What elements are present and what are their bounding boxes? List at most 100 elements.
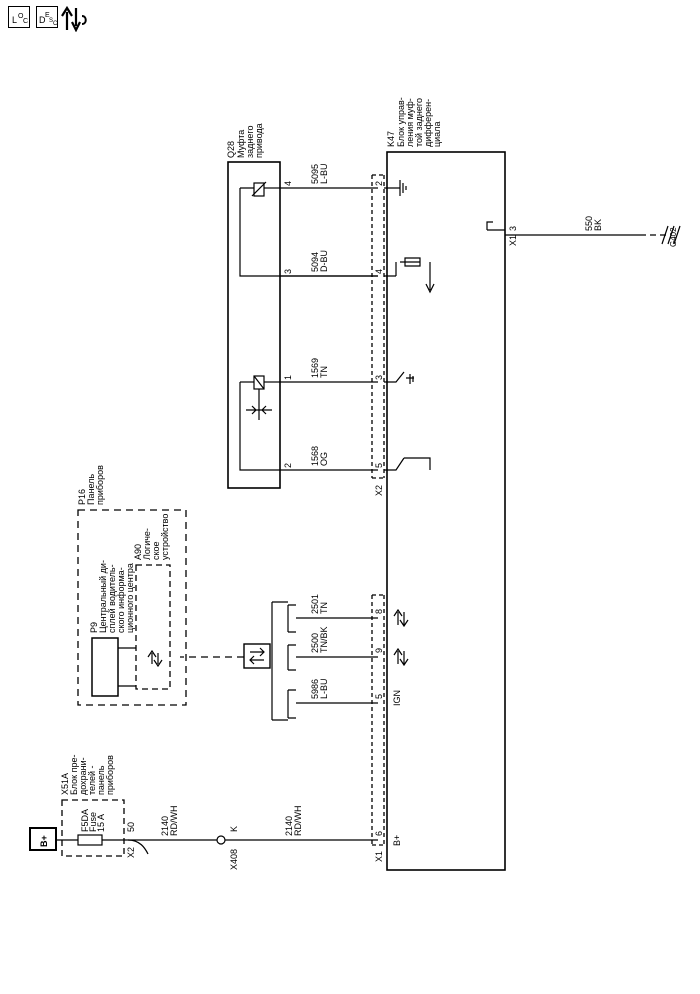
k47-name-5: циала <box>432 122 442 147</box>
battery-label: B+ <box>39 835 49 847</box>
x51a-name-2: дохрани- <box>78 757 88 795</box>
wire-2500-circuit: 2500 <box>310 633 320 653</box>
k47-x2-pin-2: 2 <box>374 181 384 186</box>
k47-ign-label: IGN <box>392 690 402 706</box>
k47-name-2: ления муф- <box>405 98 415 147</box>
splice-x408 <box>216 835 226 845</box>
wire-2140-b-color: RD/WH <box>293 806 303 837</box>
k47-module-box <box>386 151 506 871</box>
wire-1569-circuit: 1569 <box>310 358 320 378</box>
k47-bplus-label: B+ <box>392 835 402 846</box>
p16-panel-box <box>77 509 187 706</box>
wire-5095-color: L-BU <box>319 163 329 184</box>
wire-5095-circuit: 5095 <box>310 164 320 184</box>
k47-x1-label: X1 <box>374 851 384 862</box>
k47-internal-ground <box>486 221 505 231</box>
k47-x2-pin-5: 5 <box>374 463 384 468</box>
a90-logic-box <box>135 564 171 690</box>
k47-ground-symbol-1 <box>384 180 407 196</box>
desc-button[interactable]: D E S C <box>36 6 58 28</box>
k47-x2-label: X2 <box>374 485 384 496</box>
a90-id: A90 <box>133 544 143 560</box>
q28-pin-3: 3 <box>283 269 293 274</box>
wire-5094-circuit: 5094 <box>310 252 320 272</box>
loc-button[interactable]: L O C <box>8 6 30 28</box>
fuse-id: F5DA <box>80 809 90 832</box>
q28-pin-4: 4 <box>283 181 293 186</box>
wire-2140-a-color: RD/WH <box>169 806 179 837</box>
wire-550-color: BK <box>593 219 603 231</box>
k47-data-arrows-1 <box>393 608 409 628</box>
wire-5986-color: L-BU <box>319 678 329 699</box>
serial-bus-bracket-2 <box>287 644 296 671</box>
k47-x1-pin-9: 9 <box>374 648 384 653</box>
splice-id: X408 <box>229 849 239 870</box>
g402-label: G402 <box>669 227 678 247</box>
a90-name-1: Логиче- <box>142 528 152 560</box>
q28-name-1: Муфта <box>236 130 246 158</box>
k47-x1-pin-5: 5 <box>374 694 384 699</box>
desc-letter-s: S <box>49 18 54 24</box>
wire-1568-color: OG <box>319 452 329 466</box>
a90-data-arrows <box>147 649 163 668</box>
a90-name-3: устройство <box>160 514 170 560</box>
p9-id: P9 <box>89 622 99 633</box>
q28-inner-loop-top <box>239 187 378 277</box>
fuse-connector-x2: X2 <box>126 847 136 858</box>
q28-pin-2: 2 <box>283 463 293 468</box>
desc-letter-e: E <box>45 12 50 19</box>
wire-5094-color: D-BU <box>319 250 329 272</box>
fuse-label: Fuse <box>88 812 98 832</box>
p9-name-2: сплей водитель- <box>107 564 117 633</box>
p16-name-2: приборов <box>95 465 105 505</box>
q28-inner-loop-bottom <box>239 382 280 471</box>
desc-letter-d: D <box>39 15 46 25</box>
q28-id: Q28 <box>226 141 236 158</box>
wire-2501-color: TN <box>319 602 329 614</box>
loc-letter-c: C <box>23 18 29 25</box>
q28-clutch-box <box>227 161 281 489</box>
battery-box <box>29 827 57 851</box>
p9-name-3: ского информа- <box>116 567 126 633</box>
loc-letter-l: L <box>12 15 18 25</box>
p16-name-1: Панель <box>86 474 96 505</box>
k47-x1-pin-8: 8 <box>374 609 384 614</box>
x51a-name-1: Блок пре- <box>69 755 79 795</box>
wire-550-circuit: 550 <box>584 216 594 231</box>
wire-2140-b-circuit: 2140 <box>284 816 294 836</box>
k47-x1-pin-6: 6 <box>374 831 384 836</box>
p9-display-box <box>91 637 119 697</box>
serial-bus-bracket-3 <box>287 689 296 719</box>
serial-data-icon <box>243 643 271 669</box>
q28-name-3: привода <box>254 123 264 158</box>
k47-name-3: той заднего <box>414 98 424 147</box>
fuse-pin-50: 50 <box>126 822 136 832</box>
x51a-name-4: панель <box>96 765 106 795</box>
k47-name-4: дифферен- <box>423 99 433 147</box>
x51a-name-5: приборов <box>105 755 115 795</box>
wire-2500-color: TN/BK <box>319 626 329 653</box>
k47-x1-label-top: X1 <box>508 235 518 246</box>
p16-id: P16 <box>77 489 87 505</box>
desc-letter-c: C <box>53 21 58 27</box>
fuse-f5da <box>77 834 103 846</box>
k47-switch-ground <box>384 371 414 384</box>
x51a-id: X51A <box>60 773 70 795</box>
wire-2501-circuit: 2501 <box>310 594 320 614</box>
q28-name-2: заднего <box>245 126 255 158</box>
serial-bus-main-bracket <box>271 601 288 721</box>
q28-pin-1: 1 <box>283 375 293 380</box>
p9-name-4: ционного центра <box>125 563 135 633</box>
up-down-arrows-icon[interactable] <box>60 4 90 32</box>
k47-x2-pin-3: 3 <box>374 375 384 380</box>
wire-1569-color: TN <box>319 366 329 378</box>
q28-temp-sensor <box>253 182 265 197</box>
k47-name-1: Блок управ- <box>396 97 406 147</box>
k47-x2-pin-4: 4 <box>374 269 384 274</box>
loc-letter-o: O <box>18 13 24 20</box>
k47-id: K47 <box>386 131 396 147</box>
splice-pin: K <box>229 826 239 832</box>
wire-5986-circuit: 5986 <box>310 679 320 699</box>
